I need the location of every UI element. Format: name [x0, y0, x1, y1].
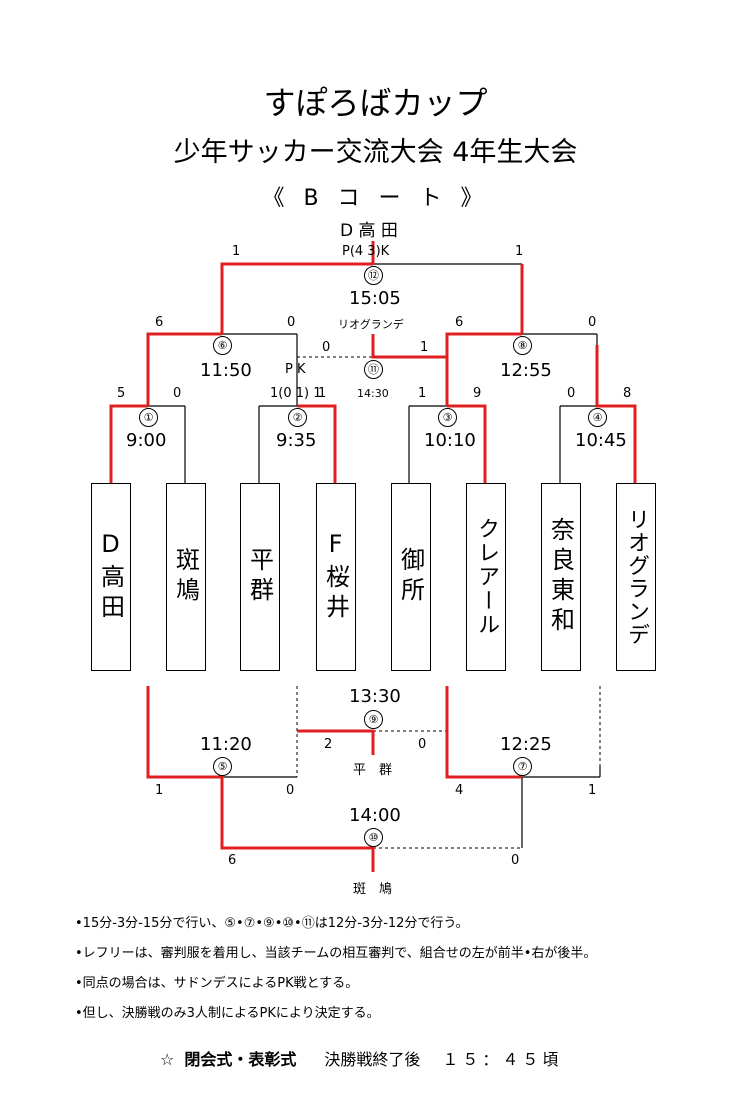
semi1-time: 11:50 — [200, 360, 252, 381]
third-place-winner: リオグランデ — [338, 318, 404, 331]
page-title: すぽろばカップ — [263, 84, 488, 122]
team-box: リオグランデ — [616, 483, 656, 671]
team-name: 奈良東和 — [546, 517, 575, 637]
team-box: 平群 — [240, 483, 280, 671]
star-icon: ☆ — [160, 1050, 175, 1069]
m9-right-score: 0 — [418, 737, 427, 752]
team-box: D高田 — [91, 483, 131, 671]
m5-match-number: ⑤ — [213, 757, 232, 776]
m7-match-number: ⑦ — [513, 757, 532, 776]
note-1: •15分-3分-15分で行い、⑤•⑦•⑨•⑩•⑪は12分-3分-12分で行う。 — [75, 916, 469, 931]
team-box: F桜井 — [316, 483, 356, 671]
m10-match-number: ⑩ — [364, 828, 383, 847]
r1-m3-time: 10:10 — [424, 430, 476, 451]
m9-time: 13:30 — [349, 686, 401, 707]
semi1-right-score: 0 — [287, 315, 296, 330]
r1-m4-match-number: ④ — [588, 408, 607, 427]
team-name: クレアール — [474, 517, 499, 637]
r1-m2-match-number: ② — [288, 408, 307, 427]
semi2-match-number: ⑧ — [513, 336, 532, 355]
team-name: 斑鳩 — [171, 547, 200, 607]
semi2-time: 12:55 — [500, 360, 552, 381]
r1-m1-left-score: 5 — [117, 386, 126, 401]
m9-match-number: ⑨ — [364, 710, 383, 729]
m10-left-score: 6 — [228, 853, 237, 868]
final-left-score: 1 — [232, 244, 241, 259]
semi2-left-score: 6 — [455, 315, 464, 330]
m5-right-score: 0 — [286, 783, 295, 798]
team-name: 御所 — [396, 547, 425, 607]
m9-left-score: 2 — [324, 737, 333, 752]
r1-m4-left-score: 0 — [567, 386, 576, 401]
final-time: 15:05 — [349, 288, 401, 309]
m10-winner: 斑 鳩 — [353, 882, 393, 897]
semi1-left-score: 6 — [155, 315, 164, 330]
semi2-right-score: 0 — [588, 315, 597, 330]
m7-right-score: 1 — [588, 783, 597, 798]
r1-m4-time: 10:45 — [575, 430, 627, 451]
note-4: •但し、決勝戦のみ3人制によるPKにより決定する。 — [75, 1006, 380, 1021]
ceremony-after: 決勝戦終了後 — [324, 1050, 421, 1069]
m10-right-score: 0 — [511, 853, 520, 868]
third-place-time: 14:30 — [357, 387, 389, 400]
r1-m3-right-score: 9 — [473, 386, 482, 401]
final-right-score: 1 — [515, 244, 524, 259]
team-name: F桜井 — [321, 530, 350, 624]
m5-left-score: 1 — [155, 783, 164, 798]
note-3: •同点の場合は、サドンデスによるPK戦とする。 — [75, 976, 359, 991]
semi1-pk: P K — [285, 362, 306, 377]
team-name: 平群 — [245, 547, 274, 607]
page-subtitle: 少年サッカー交流大会 4年生大会 — [173, 137, 578, 168]
team-box: クレアール — [466, 483, 506, 671]
r1-m2-right-score: 1 — [318, 386, 327, 401]
final-match-number: ⑫ — [364, 266, 383, 285]
m7-left-score: 4 — [455, 783, 464, 798]
footer: ☆ 閉会式・表彰式 決勝戦終了後 １５：４５頃 — [160, 1046, 562, 1070]
semi1-pk-score: 1(0 1) 1 — [270, 386, 322, 401]
team-name: リオグランデ — [624, 508, 649, 646]
final-pk: P(4 3)K — [342, 244, 390, 259]
team-name: D高田 — [96, 530, 125, 624]
r1-m1-match-number: ① — [139, 408, 158, 427]
champion-label: D 高 田 — [340, 221, 398, 241]
r1-m2-time: 9:35 — [276, 430, 317, 451]
semi1-match-number: ⑥ — [213, 336, 232, 355]
m10-time: 14:00 — [349, 805, 401, 826]
m7-time: 12:25 — [500, 734, 552, 755]
third-place-left-score: 0 — [322, 340, 331, 355]
third-place-match-number: ⑪ — [364, 360, 383, 379]
court-label: 《 B コ ー ト 》 — [262, 186, 489, 211]
r1-m1-time: 9:00 — [126, 430, 167, 451]
team-box: 御所 — [391, 483, 431, 671]
m5-time: 11:20 — [200, 734, 252, 755]
r1-m3-left-score: 1 — [418, 386, 427, 401]
r1-m4-right-score: 8 — [623, 386, 632, 401]
m9-winner: 平 群 — [353, 763, 393, 778]
r1-m1-right-score: 0 — [173, 386, 182, 401]
r1-m3-match-number: ③ — [438, 408, 457, 427]
ceremony-time: １５：４５頃 — [442, 1050, 563, 1069]
team-box: 斑鳩 — [166, 483, 206, 671]
note-2: •レフリーは、審判服を着用し、当該チームの相互審判で、組合せの左が前半•右が後半… — [75, 946, 597, 961]
third-place-right-score: 1 — [420, 340, 429, 355]
ceremony-label: 閉会式・表彰式 — [184, 1050, 297, 1069]
team-box: 奈良東和 — [541, 483, 581, 671]
